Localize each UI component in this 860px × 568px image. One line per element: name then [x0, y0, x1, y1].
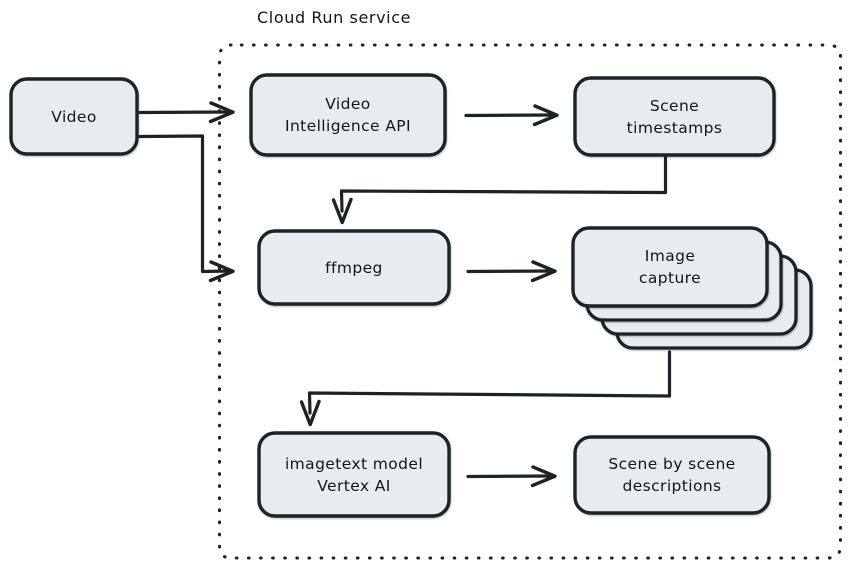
node-shape-imagetext-model[interactable]	[257, 431, 451, 518]
connector-timestamps-to-ffmpeg	[331, 155, 668, 225]
connector-video-to-ffmpeg	[138, 134, 235, 283]
cloud-run-service-group-label: Cloud Run service	[257, 8, 412, 27]
connector-imagetext-to-descriptions	[466, 465, 557, 488]
node-shape-scene-timestamps[interactable]	[573, 76, 776, 157]
connector-ffmpeg-to-image-capture	[466, 260, 557, 283]
node-shape-ffmpeg[interactable]	[257, 229, 451, 306]
node-shape-video[interactable]	[9, 77, 139, 156]
node-shape-scene-descriptions[interactable]	[573, 435, 771, 515]
node-shape-video-intelligence-api[interactable]	[249, 73, 447, 157]
cloud-run-service-group-border	[217, 43, 843, 560]
node-shape-image-capture-stack[interactable]	[571, 226, 813, 350]
connector-image-capture-to-imagetext	[299, 350, 672, 427]
image-capture-card-front	[571, 226, 769, 308]
node-shapes	[9, 73, 813, 518]
connector-vi-api-to-timestamps	[464, 104, 559, 127]
connector-video-to-vi-api	[138, 101, 235, 124]
